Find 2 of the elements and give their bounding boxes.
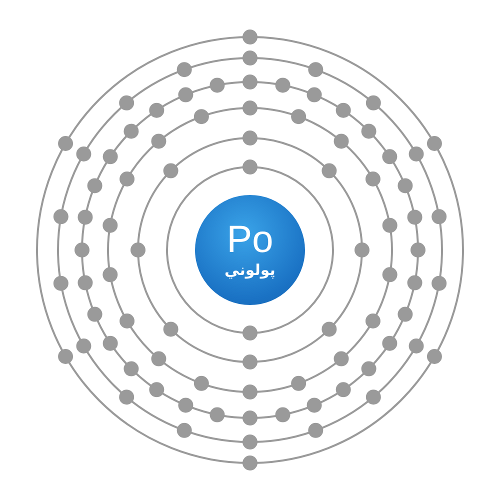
element-symbol: Po (226, 220, 274, 260)
element-name: پولوني (224, 260, 276, 280)
